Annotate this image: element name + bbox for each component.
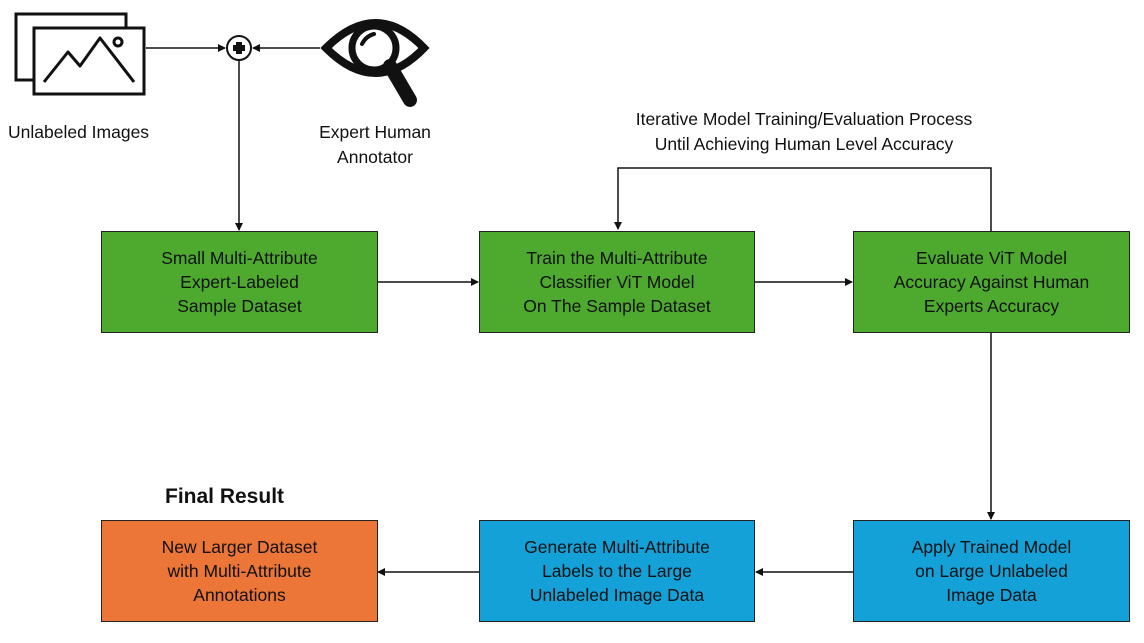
expert-annotator-line1: Expert Human xyxy=(319,122,431,142)
eye-magnifier-icon xyxy=(320,19,430,107)
sample-dataset-box: Small Multi-Attribute Expert-Labeled Sam… xyxy=(101,231,378,333)
train-model-line3: On The Sample Dataset xyxy=(523,296,711,316)
final-dataset-line1: New Larger Dataset xyxy=(161,537,318,557)
apply-model-line2: on Large Unlabeled xyxy=(915,561,1068,581)
generate-labels-line1: Generate Multi-Attribute xyxy=(524,537,710,557)
final-dataset-line2: with Multi-Attribute xyxy=(167,561,312,581)
generate-labels-box: Generate Multi-Attribute Labels to the L… xyxy=(479,520,755,622)
sample-dataset-line2: Expert-Labeled xyxy=(180,272,299,292)
unlabeled-images-label: Unlabeled Images xyxy=(8,122,150,142)
evaluate-model-line3: Experts Accuracy xyxy=(923,296,1060,316)
generate-labels-line2: Labels to the Large xyxy=(542,561,692,581)
train-model-line1: Train the Multi-Attribute xyxy=(526,248,708,268)
arrow-feedback-loop xyxy=(614,167,992,232)
expert-annotator-line2: Annotator xyxy=(337,147,413,167)
loop-caption-line2: Until Achieving Human Level Accuracy xyxy=(654,134,954,154)
evaluate-model-box: Evaluate ViT Model Accuracy Against Huma… xyxy=(853,231,1130,333)
plus-circle-icon xyxy=(226,35,252,61)
final-dataset-line3: Annotations xyxy=(193,585,286,605)
final-dataset-box: New Larger Dataset with Multi-Attribute … xyxy=(101,520,378,622)
train-model-line2: Classifier ViT Model xyxy=(539,272,695,292)
train-model-box: Train the Multi-Attribute Classifier ViT… xyxy=(479,231,755,333)
final-result-heading: Final Result xyxy=(165,485,285,508)
image-stack-icon xyxy=(14,12,146,96)
apply-model-line1: Apply Trained Model xyxy=(911,537,1072,557)
loop-caption-line1: Iterative Model Training/Evaluation Proc… xyxy=(635,109,973,129)
sample-dataset-line3: Sample Dataset xyxy=(177,296,302,316)
generate-labels-line3: Unlabeled Image Data xyxy=(529,585,705,605)
evaluate-model-line2: Accuracy Against Human xyxy=(893,272,1090,292)
loop-caption: Iterative Model Training/Evaluation Proc… xyxy=(594,107,1014,157)
apply-model-box: Apply Trained Model on Large Unlabeled I… xyxy=(853,520,1130,622)
sample-dataset-line1: Small Multi-Attribute xyxy=(161,248,318,268)
expert-annotator-label: Expert Human Annotator xyxy=(300,120,450,170)
apply-model-line3: Image Data xyxy=(946,585,1037,605)
evaluate-model-line1: Evaluate ViT Model xyxy=(915,248,1068,268)
